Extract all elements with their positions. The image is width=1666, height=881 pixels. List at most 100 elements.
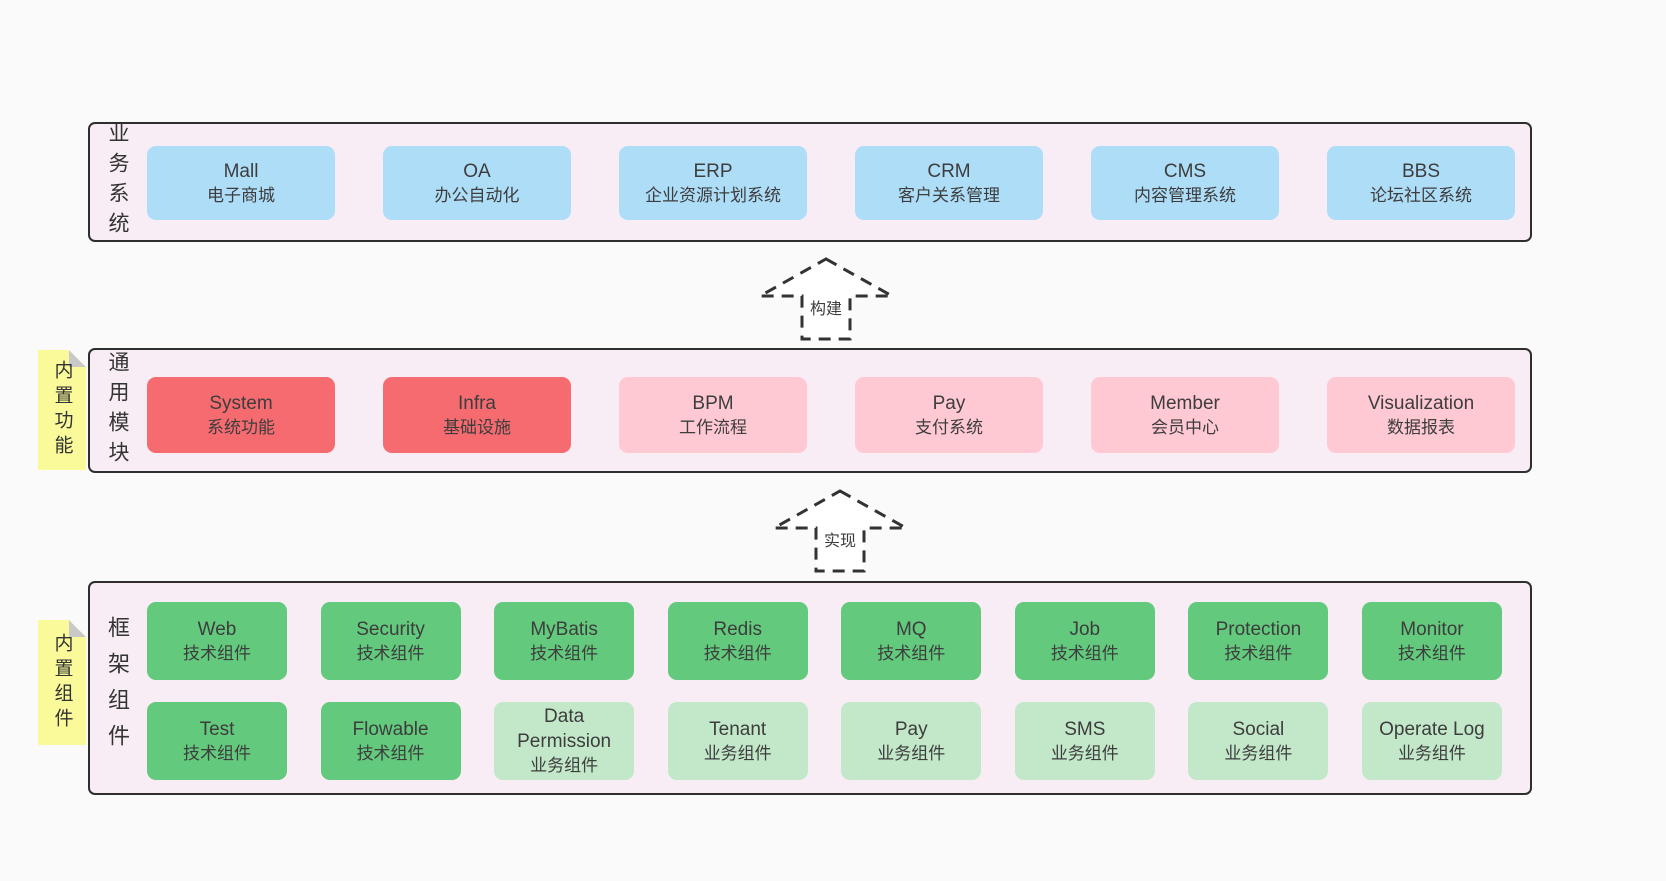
box-subtitle: 客户关系管理 [898, 185, 1000, 205]
box-subtitle: 工作流程 [679, 417, 747, 437]
box-subtitle: 会员中心 [1151, 417, 1219, 437]
box-data-permission: Data Permission 业务组件 [494, 702, 635, 780]
box-title: Visualization [1367, 392, 1475, 414]
box-title: Social [1232, 718, 1285, 740]
box-sms: SMS 业务组件 [1014, 702, 1155, 780]
arrow-build-label: 构建 [806, 294, 846, 320]
box-subtitle: 内容管理系统 [1134, 185, 1236, 205]
box-title: Monitor [1400, 618, 1464, 640]
box-monitor: Monitor 技术组件 [1361, 602, 1502, 680]
section-label-modules: 通用模块 [106, 350, 129, 471]
arrow-implement: 实现 [771, 488, 909, 574]
box-title: System [209, 392, 273, 414]
section-business-systems: 业务系统 Mall 电子商城 OA 办公自动化 ERP 企业资源计划系统 CRM… [88, 122, 1532, 242]
note-built-in-features: 内置功能 [38, 350, 86, 470]
box-title: Mall [223, 160, 259, 182]
box-flowable: Flowable 技术组件 [320, 702, 461, 780]
section-label-framework: 框架组件 [105, 616, 130, 760]
box-security: Security 技术组件 [320, 602, 461, 680]
box-title: Job [1069, 618, 1101, 640]
note-built-in-components: 内置组件 [38, 620, 86, 745]
box-title: SMS [1064, 718, 1106, 740]
box-title: MQ [895, 618, 927, 640]
box-title: BBS [1401, 160, 1441, 182]
box-visualization: Visualization 数据报表 [1327, 377, 1515, 453]
box-mq: MQ 技术组件 [841, 602, 982, 680]
section-common-modules: 通用模块 System 系统功能 Infra 基础设施 BPM 工作流程 Pay… [88, 348, 1532, 473]
box-web: Web 技术组件 [147, 602, 287, 680]
box-social: Social 业务组件 [1188, 702, 1329, 780]
box-subtitle: 技术组件 [1397, 643, 1466, 663]
box-subtitle: 业务组件 [1397, 743, 1466, 763]
box-subtitle: 技术组件 [530, 643, 599, 663]
box-subtitle: 技术组件 [877, 643, 946, 663]
box-subtitle: 业务组件 [530, 756, 599, 775]
box-pay-component: Pay 业务组件 [841, 702, 982, 780]
box-title: Flowable [352, 718, 429, 740]
box-title: Infra [457, 392, 497, 414]
modules-box-row: System 系统功能 Infra 基础设施 BPM 工作流程 Pay 支付系统… [147, 377, 1515, 453]
box-title: Pay [894, 718, 928, 740]
box-subtitle: 企业资源计划系统 [645, 185, 781, 205]
box-subtitle: 办公自动化 [434, 185, 520, 205]
box-oa: OA 办公自动化 [383, 146, 571, 220]
box-title: Security [356, 618, 425, 640]
box-mall: Mall 电子商城 [147, 146, 335, 220]
section-label-business: 业务系统 [106, 122, 129, 242]
section-framework-components: 框架组件 Web 技术组件 Security 技术组件 MyBatis 技术组件… [88, 581, 1532, 795]
box-subtitle: 业务组件 [703, 743, 772, 763]
box-subtitle: 论坛社区系统 [1370, 185, 1472, 205]
box-title: ERP [693, 160, 733, 182]
box-subtitle: 技术组件 [356, 743, 425, 763]
box-tenant: Tenant 业务组件 [667, 702, 808, 780]
box-subtitle: 业务组件 [1224, 743, 1293, 763]
box-protection: Protection 技术组件 [1188, 602, 1329, 680]
box-mybatis: MyBatis 技术组件 [494, 602, 635, 680]
box-title: Redis [713, 618, 762, 640]
box-title: Test [199, 718, 235, 740]
note-label: 内置功能 [51, 360, 73, 460]
box-title: CRM [927, 160, 971, 182]
box-job: Job 技术组件 [1014, 602, 1155, 680]
box-infra: Infra 基础设施 [383, 377, 571, 453]
arrow-implement-label: 实现 [820, 526, 860, 552]
box-title: Data Permission [517, 706, 612, 752]
box-title: Tenant [709, 718, 767, 740]
box-subtitle: 技术组件 [183, 643, 251, 663]
box-title: BPM [692, 392, 734, 414]
box-subtitle: 基础设施 [443, 417, 511, 437]
box-subtitle: 数据报表 [1387, 417, 1455, 437]
box-erp: ERP 企业资源计划系统 [619, 146, 807, 220]
framework-box-row-2: Test 技术组件 Flowable 技术组件 Data Permission … [147, 702, 1502, 780]
box-title: MyBatis [530, 618, 598, 640]
box-pay-module: Pay 支付系统 [855, 377, 1043, 453]
box-bbs: BBS 论坛社区系统 [1327, 146, 1515, 220]
box-member: Member 会员中心 [1091, 377, 1279, 453]
box-system: System 系统功能 [147, 377, 335, 453]
box-title: Operate Log [1379, 718, 1485, 740]
framework-box-row-1: Web 技术组件 Security 技术组件 MyBatis 技术组件 Redi… [147, 602, 1502, 680]
box-redis: Redis 技术组件 [667, 602, 808, 680]
box-title: Protection [1215, 618, 1302, 640]
box-subtitle: 系统功能 [207, 417, 275, 437]
box-operate-log: Operate Log 业务组件 [1361, 702, 1502, 780]
box-title: Pay [932, 392, 966, 414]
box-subtitle: 技术组件 [183, 743, 251, 763]
box-subtitle: 技术组件 [1224, 643, 1293, 663]
box-test: Test 技术组件 [147, 702, 287, 780]
arrow-build: 构建 [757, 256, 895, 342]
box-title: Member [1150, 392, 1220, 414]
box-title: Web [197, 618, 237, 640]
box-subtitle: 技术组件 [356, 643, 425, 663]
box-cms: CMS 内容管理系统 [1091, 146, 1279, 220]
box-subtitle: 支付系统 [915, 417, 983, 437]
box-subtitle: 技术组件 [1050, 643, 1119, 663]
business-box-row: Mall 电子商城 OA 办公自动化 ERP 企业资源计划系统 CRM 客户关系… [147, 146, 1515, 220]
box-bpm: BPM 工作流程 [619, 377, 807, 453]
box-subtitle: 业务组件 [1050, 743, 1119, 763]
box-subtitle: 业务组件 [877, 743, 946, 763]
box-subtitle: 技术组件 [703, 643, 772, 663]
box-title: OA [463, 160, 491, 182]
note-label: 内置组件 [51, 632, 73, 733]
